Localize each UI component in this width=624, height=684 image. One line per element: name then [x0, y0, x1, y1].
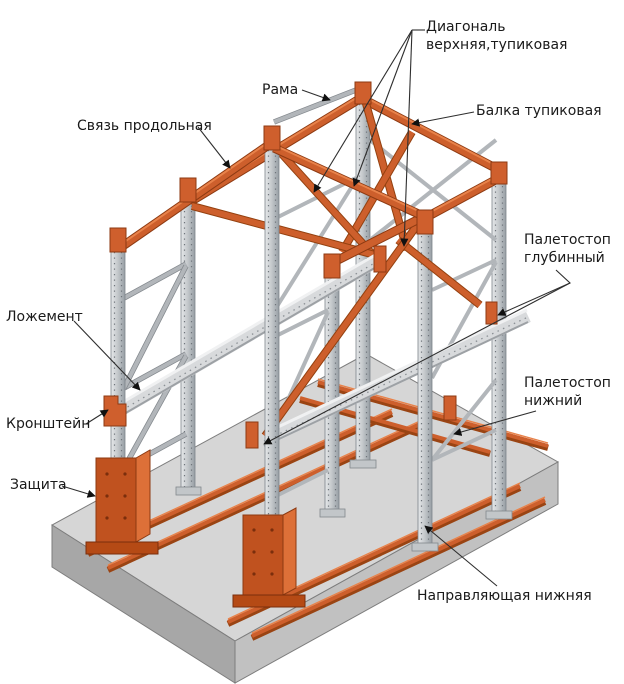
bracket-rail-end	[373, 245, 387, 273]
label-frame: Рама	[262, 82, 299, 98]
label-pallet-stop-deep: Палетостоп глубинный	[524, 231, 611, 268]
column-caps	[109, 81, 508, 279]
guard-front-center	[232, 507, 306, 608]
label-pallet-stop-deep-line1: Палетостоп	[524, 232, 611, 248]
label-dead-end-beam: Балка тупиковая	[476, 103, 602, 119]
label-longitudinal-tie: Связь продольная	[77, 118, 212, 134]
label-upper-diagonal-line1: Диагональ	[426, 19, 506, 35]
top-beam-right-tie	[422, 174, 502, 222]
pallet-stop-brackets	[245, 245, 498, 449]
lodgement-rail-front	[108, 252, 382, 422]
top-beam-dead-end	[362, 96, 504, 175]
label-bracket: Кронштейн	[6, 416, 91, 432]
bracket-deep-center	[245, 421, 259, 449]
leader-lines	[61, 29, 571, 587]
bracket-kronshtein	[103, 395, 127, 427]
label-bottom-guide: Направляющая нижняя	[417, 588, 592, 604]
top-beam-cross-right	[272, 143, 425, 221]
label-protection: Защита	[10, 477, 67, 493]
label-upper-diagonal-line2: верхняя,тупиковая	[426, 37, 568, 54]
label-pallet-stop-deep-line2: глубинный	[524, 250, 605, 267]
label-lodgement: Ложемент	[6, 309, 83, 325]
label-pallet-stop-lower-line1: Палетостоп	[524, 375, 611, 391]
bracket-deep-right	[485, 301, 498, 325]
upper-dead-end-diagonals	[190, 98, 483, 439]
label-upper-diagonal: Диагональ верхняя,тупиковая	[426, 18, 567, 55]
label-pallet-stop-lower: Палетостоп нижний	[524, 374, 611, 411]
mid-beam	[331, 213, 424, 267]
label-pallet-stop-lower-line2: нижний	[524, 393, 583, 410]
bracket-lower	[443, 395, 457, 421]
lodgement-rail-rear	[261, 308, 531, 447]
guard-front-left	[85, 449, 159, 555]
